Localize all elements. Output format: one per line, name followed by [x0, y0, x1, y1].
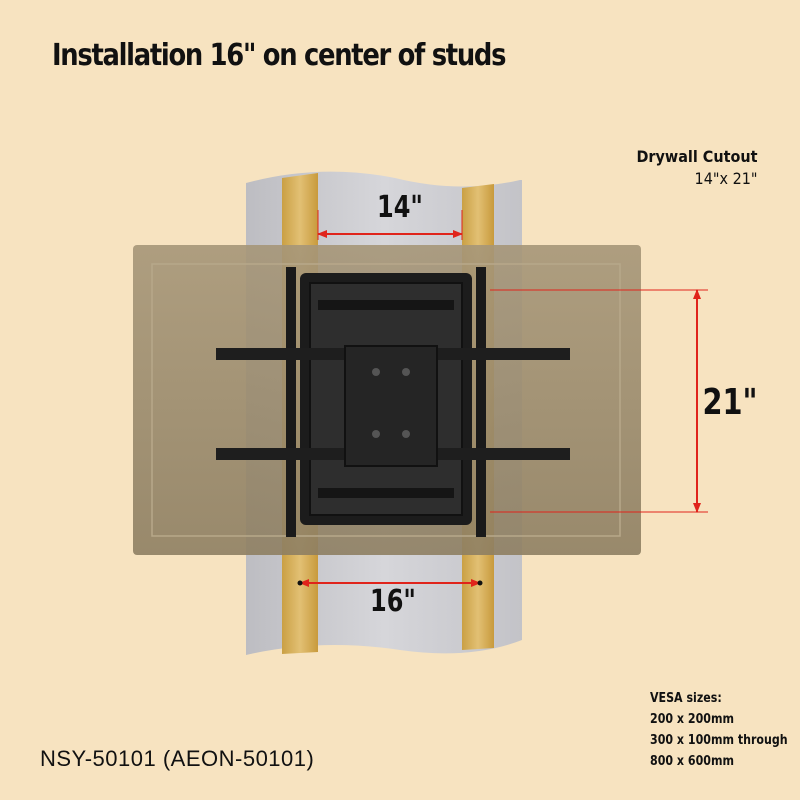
page-title: Installation 16" on center of studs	[52, 38, 506, 73]
left-vertical-bracket	[286, 267, 296, 537]
cutout-heading: Drywall Cutout	[636, 147, 758, 166]
dimension-21in: 21"	[702, 382, 758, 423]
right-vertical-bracket	[476, 267, 486, 537]
dimension-14in: 14"	[377, 190, 423, 225]
center-mount-plate	[344, 345, 438, 467]
tv-screen-outline	[151, 263, 621, 537]
vesa-line: 300 x 100mm through	[650, 733, 788, 748]
vesa-sizes: VESA sizes: 200 x 200mm 300 x 100mm thro…	[650, 688, 788, 772]
model-number: NSY-50101 (AEON-50101)	[40, 746, 315, 771]
vesa-heading: VESA sizes:	[650, 691, 722, 706]
drywall-cutout-label: Drywall Cutout 14"x 21"	[637, 146, 758, 190]
cutout-size: 14"x 21"	[695, 169, 758, 188]
vesa-line: 200 x 200mm	[650, 712, 734, 727]
dimension-16in: 16"	[370, 584, 416, 619]
vesa-line: 800 x 600mm	[650, 754, 734, 769]
